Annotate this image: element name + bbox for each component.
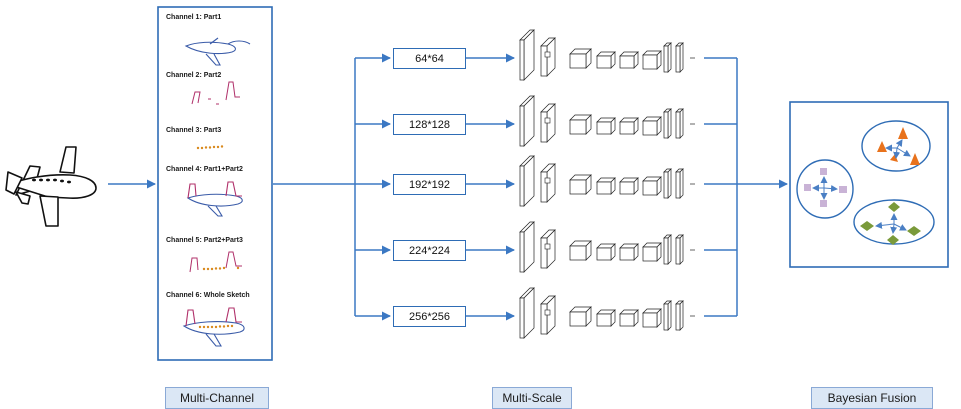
scale-box-128: 128*128 [393, 114, 466, 135]
channel-4-sketch [186, 181, 243, 217]
cnn-networks [519, 29, 695, 339]
channel-3-sketch [196, 145, 224, 150]
channel-6-dots [198, 324, 234, 329]
cnn-network-1 [519, 29, 695, 81]
channel-1-title: Channel 1: Part1 [166, 14, 222, 21]
channel-4-title: Channel 4: Part1+Part2 [166, 166, 243, 173]
multi-channel-panel [157, 6, 273, 361]
channel-3-title: Channel 3: Part3 [166, 127, 222, 134]
cluster-orange [861, 120, 931, 172]
scale-box-224: 224*224 [393, 240, 466, 261]
channel-5-title: Channel 5: Part2+Part3 [166, 237, 243, 244]
channel-6-sketch [182, 307, 245, 347]
cnn-network-5 [519, 287, 695, 339]
channel-5-dots [202, 266, 240, 271]
channel-2-sketch [191, 81, 240, 105]
branch-connectors [273, 53, 391, 321]
merge-connectors [704, 57, 788, 317]
channel-1-sketch [184, 37, 251, 66]
footer-bayesian-fusion: Bayesian Fusion [811, 387, 933, 409]
cnn-network-3 [519, 155, 695, 207]
cluster-green [853, 199, 935, 245]
channel-6-title: Channel 6: Whole Sketch [166, 292, 250, 299]
cnn-network-2 [519, 95, 695, 147]
cnn-network-4 [519, 221, 695, 273]
airplane-windows [32, 178, 71, 184]
footer-multi-scale: Multi-Scale [492, 387, 572, 409]
scale-box-64: 64*64 [393, 48, 466, 69]
scale-to-cnn-arrows [466, 53, 515, 321]
scale-box-192: 192*192 [393, 174, 466, 195]
channel-2-title: Channel 2: Part2 [166, 72, 222, 79]
input-airplane-sketch [5, 146, 97, 227]
cluster-purple [796, 159, 854, 219]
scale-box-256: 256*256 [393, 306, 466, 327]
footer-multi-channel: Multi-Channel [165, 387, 269, 409]
channel-5-sketch [189, 251, 242, 273]
